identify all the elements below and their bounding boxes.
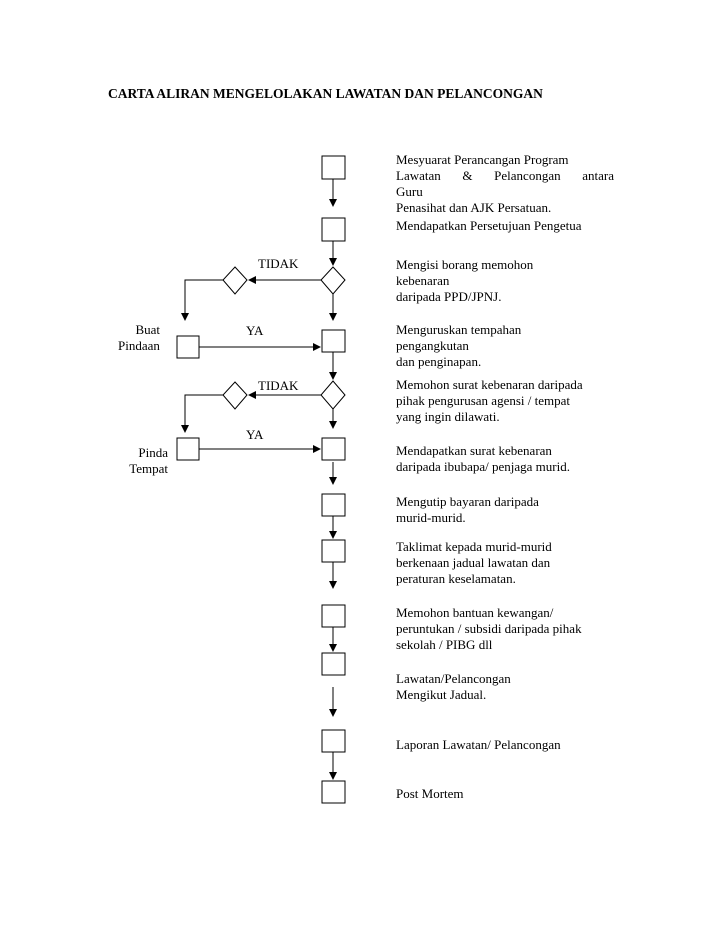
step-line: Mengikut Jadual. — [396, 687, 487, 702]
step-description: Mengutip bayaran daripada murid-murid. — [396, 494, 614, 526]
step-line: Memohon bantuan kewangan/ — [396, 605, 554, 620]
page-title: CARTA ALIRAN MENGELOLAKAN LAWATAN DAN PE… — [108, 86, 543, 101]
step-description: Mendapatkan surat kebenaran daripada ibu… — [396, 443, 614, 475]
step-line: kebenaran — [396, 273, 450, 288]
step-line: Mengutip bayaran daripada — [396, 494, 539, 509]
step-line: yang ingin dilawati. — [396, 409, 500, 424]
step-line: daripada ibubapa/ penjaga murid. — [396, 459, 570, 474]
no-label: TIDAK — [258, 378, 299, 393]
process-box — [321, 729, 346, 753]
step-line: peruntukan / subsidi daripada pihak — [396, 621, 582, 636]
step-description: Mengisi borang memohon kebenaran daripad… — [396, 257, 614, 305]
step-description: Lawatan/Pelancongan Mengikut Jadual. — [396, 671, 614, 703]
process-box — [321, 217, 346, 242]
side-line: Buat — [135, 322, 160, 337]
step-description: Mendapatkan Persetujuan Pengetua — [396, 218, 614, 234]
decision-diamond — [320, 266, 346, 295]
step-line: murid-murid. — [396, 510, 466, 525]
step-line: Mendapatkan Persetujuan Pengetua — [396, 218, 582, 233]
step-line: Mendapatkan surat kebenaran — [396, 443, 552, 458]
yes-label: YA — [246, 427, 264, 442]
side-box-pinda-tempat — [176, 437, 200, 461]
step-line: Post Mortem — [396, 786, 464, 801]
side-step-label: Pinda Tempat — [104, 445, 168, 477]
step-line: Memohon surat kebenaran daripada — [396, 377, 583, 392]
side-step-label: Buat Pindaan — [104, 322, 160, 354]
side-box-buat-pindaan — [176, 335, 200, 359]
side-line: Pindaan — [118, 338, 160, 353]
process-box — [321, 604, 346, 628]
step-line: Menguruskan tempahan — [396, 322, 522, 337]
step-description: Menguruskan tempahan pengangkutan dan pe… — [396, 322, 614, 370]
side-line: Tempat — [129, 461, 168, 476]
yes-label: YA — [246, 323, 264, 338]
step-line: sekolah / PIBG dll — [396, 637, 493, 652]
step-description: Post Mortem — [396, 786, 614, 802]
step-line: Penasihat dan AJK Persatuan. — [396, 200, 552, 215]
step-line: peraturan keselamatan. — [396, 571, 516, 586]
step-description: Memohon surat kebenaran daripada pihak p… — [396, 377, 614, 425]
side-decision-diamond — [222, 266, 248, 295]
step-description: Taklimat kepada murid-murid berkenaan ja… — [396, 539, 614, 587]
step-line: Laporan Lawatan/ Pelancongan — [396, 737, 561, 752]
process-box — [321, 329, 346, 353]
step-line: berkenaan jadual lawatan dan — [396, 555, 551, 570]
step-description: Mesyuarat Perancangan Program Lawatan & … — [396, 152, 614, 216]
process-box — [321, 437, 346, 461]
step-line: dan penginapan. — [396, 354, 482, 369]
step-line: Mengisi borang memohon — [396, 257, 534, 272]
process-box — [321, 155, 346, 180]
step-line: Lawatan/Pelancongan — [396, 671, 511, 686]
process-box — [321, 539, 346, 563]
process-box — [321, 493, 346, 517]
branch-line — [181, 394, 223, 433]
side-decision-diamond — [222, 381, 248, 410]
step-description: Memohon bantuan kewangan/ peruntukan / s… — [396, 605, 614, 653]
side-line: Pinda — [138, 445, 168, 460]
no-label: TIDAK — [258, 256, 299, 271]
step-line: daripada PPD/JPNJ. — [396, 289, 502, 304]
process-box — [321, 652, 346, 676]
step-line: pihak pengurusan agensi / tempat — [396, 393, 571, 408]
step-line: pengangkutan — [396, 338, 469, 353]
process-box — [321, 780, 346, 804]
decision-diamond — [320, 380, 346, 410]
branch-line — [181, 279, 223, 321]
step-line: Guru — [396, 184, 423, 199]
step-line: Lawatan & Pelancongan antara — [396, 168, 614, 183]
step-description: Laporan Lawatan/ Pelancongan — [396, 737, 614, 753]
step-line: Mesyuarat Perancangan Program — [396, 152, 569, 167]
step-line: Taklimat kepada murid-murid — [396, 539, 552, 554]
